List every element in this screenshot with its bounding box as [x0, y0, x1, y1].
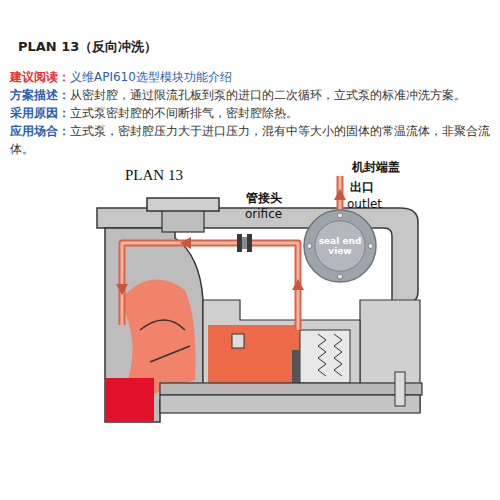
part-name: 出口: [350, 178, 374, 196]
orifice-plate: [242, 237, 247, 249]
inlet-fluid: [106, 378, 154, 421]
flush-pipe-outer: [122, 243, 298, 330]
gland-bolt: [368, 244, 373, 249]
field-key: 应用场合：: [10, 122, 70, 140]
node-label: seal end view: [318, 236, 362, 256]
discharge-flange: [147, 198, 219, 211]
part-name: outlet: [347, 195, 382, 213]
flow-arrow: [116, 284, 128, 295]
impeller-vane: [140, 320, 190, 362]
flow-arrow: [334, 189, 346, 200]
part-name: orifice: [245, 205, 282, 223]
flow-arrow: [292, 279, 304, 290]
shaft-nut: [395, 372, 405, 406]
gland-bolt: [307, 244, 312, 249]
pump-shaft: [160, 383, 422, 395]
diagram-heading: PLAN 13: [125, 166, 183, 184]
seal-gland: [300, 330, 350, 383]
seal-end-view: seal end view: [303, 209, 377, 283]
lower-housing: [160, 395, 420, 413]
field-value: 立式泵，密封腔压力大于进口压力，混有中等大小的固体的常温流体，非聚合流体。: [10, 122, 490, 158]
field-key: 方案描述：: [10, 86, 70, 104]
part-name: 管接头: [246, 189, 282, 207]
seal-spring: [318, 334, 342, 376]
flush-pipe-inner: [122, 243, 298, 330]
gland-bolt: [338, 213, 343, 218]
field-key: 采用原因：: [10, 104, 70, 122]
reading-key: 建议阅读：: [10, 68, 70, 86]
field-value: 从密封腔，通过限流孔板到泵的进口的二次循环，立式泵的标准冲洗方案。: [70, 86, 466, 104]
orifice-flange: [247, 234, 252, 252]
volute-fluid: [120, 280, 196, 395]
field-value: 立式泵密封腔的不间断排气，密封腔除热。: [70, 104, 298, 122]
part-name: 机封端盖: [352, 158, 400, 176]
gland-face: [315, 221, 365, 271]
orifice-flange: [237, 234, 242, 252]
flow-arrow: [180, 237, 191, 249]
page-title: PLAN 13（反向冲洗）: [18, 38, 157, 56]
gland-valve: [232, 334, 244, 348]
reading-link: 义维API610选型模块功能介绍: [70, 68, 232, 86]
seal-face: [292, 350, 300, 383]
gland-bolt: [338, 274, 343, 279]
gland-plate: [304, 210, 376, 282]
discharge-nozzle: [162, 210, 204, 232]
chamber-fluid: [208, 325, 300, 383]
